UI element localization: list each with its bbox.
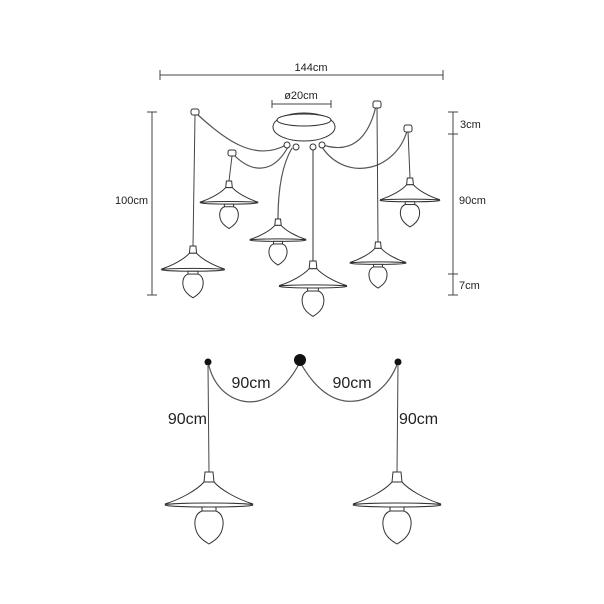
height-dimension: 100cm <box>115 111 157 296</box>
drop-wire-right-outer <box>407 130 411 179</box>
cable-to-left-inner-hook <box>232 146 289 169</box>
left-drop-label: 90cm <box>168 411 207 428</box>
lamp-bottom-left <box>164 471 254 545</box>
lamp-center <box>278 260 348 317</box>
top-diagram: 144cm ø20cm 100cm 3cm 90cm 7cm <box>115 62 486 317</box>
ceiling-hooks <box>190 100 413 157</box>
cable-curve-left <box>207 361 301 403</box>
left-curve-label: 90cm <box>231 375 270 392</box>
top-gap-label: 3cm <box>460 119 481 131</box>
drop-wire-left <box>192 114 196 247</box>
width-dimension: 144cm <box>159 62 444 80</box>
lamp-center-left <box>249 218 307 266</box>
lamp-right <box>349 241 407 289</box>
height-label: 100cm <box>115 195 148 207</box>
drop-wire-left-inner <box>228 155 233 182</box>
drop-wire-right <box>376 107 379 243</box>
bottom-gap-label: 7cm <box>459 280 480 292</box>
anchor-dot-right <box>394 358 402 366</box>
canopy-connector-4 <box>318 141 326 149</box>
hook-left <box>190 108 200 116</box>
segment-dimension: 3cm 90cm 7cm <box>448 111 486 296</box>
cable-to-right-outer-hook <box>321 130 408 169</box>
canopy-connector-1 <box>283 141 291 149</box>
canopy-connector-2 <box>292 143 300 151</box>
right-drop-label: 90cm <box>399 411 438 428</box>
anchor-dot-left <box>204 358 212 366</box>
lamp-left-inner <box>199 180 259 229</box>
bottom-diagram: 90cm 90cm 90cm 90cm <box>164 354 442 545</box>
lamp-right-outer <box>379 177 441 228</box>
cable-curve-right <box>299 361 399 402</box>
canopy-diameter-label: ø20cm <box>284 90 318 102</box>
cable-to-right-hook <box>319 105 377 149</box>
lamp-bottom-right <box>352 471 442 545</box>
canopy-top <box>276 113 332 127</box>
cable-to-left-hook <box>196 113 287 152</box>
lamp-left <box>160 245 226 299</box>
drop-wire-bottom-right <box>396 365 399 473</box>
right-curve-label: 90cm <box>332 375 371 392</box>
hook-right <box>372 100 382 109</box>
anchor-dot-center <box>294 354 306 366</box>
canopy-dimension: ø20cm <box>271 90 332 108</box>
ceiling-canopy <box>272 112 336 151</box>
canopy-connector-3 <box>309 143 317 151</box>
cable-to-center-left-lamp <box>277 147 293 220</box>
width-label: 144cm <box>294 62 327 74</box>
top-cables <box>192 105 411 261</box>
cable-length-label: 90cm <box>459 195 486 207</box>
drop-wire-bottom-left <box>207 365 210 473</box>
hook-right-outer <box>403 124 413 133</box>
hook-left-inner <box>227 149 237 157</box>
